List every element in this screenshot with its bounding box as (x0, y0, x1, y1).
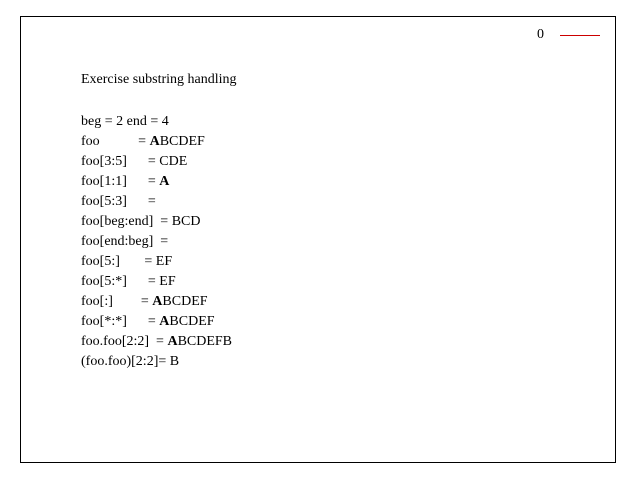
output-line: foo[beg:end] = BCD (81, 214, 201, 229)
output-line: foo[:] = ABCDEF (81, 294, 208, 309)
output-line: foo[5:*] = EF (81, 274, 176, 289)
output-line: foo.foo[2:2] = ABCDEFB (81, 334, 233, 349)
legend-label: 0 (537, 27, 544, 42)
output-line: foo[5:] = EF (81, 254, 173, 269)
output-line: foo[5:3] = (81, 194, 156, 209)
output-line: foo[3:5] = CDE (81, 154, 188, 169)
output-line: foo = ABCDEF (81, 134, 205, 149)
plot-frame (20, 16, 616, 463)
output-line: beg = 2 end = 4 (81, 114, 169, 129)
output-line: foo[1:1] = A (81, 174, 170, 189)
legend-line-sample (560, 35, 600, 36)
legend: 0 (537, 26, 600, 44)
output-line: foo[*:*] = ABCDEF (81, 314, 215, 329)
output-line: (foo.foo)[2:2]= B (81, 354, 180, 369)
output-line: foo[end:beg] = (81, 234, 169, 249)
exercise-title: Exercise substring handling (81, 72, 237, 87)
output-lines: beg = 2 end = 4 foo = ABCDEF foo[3:5] = … (81, 112, 232, 372)
